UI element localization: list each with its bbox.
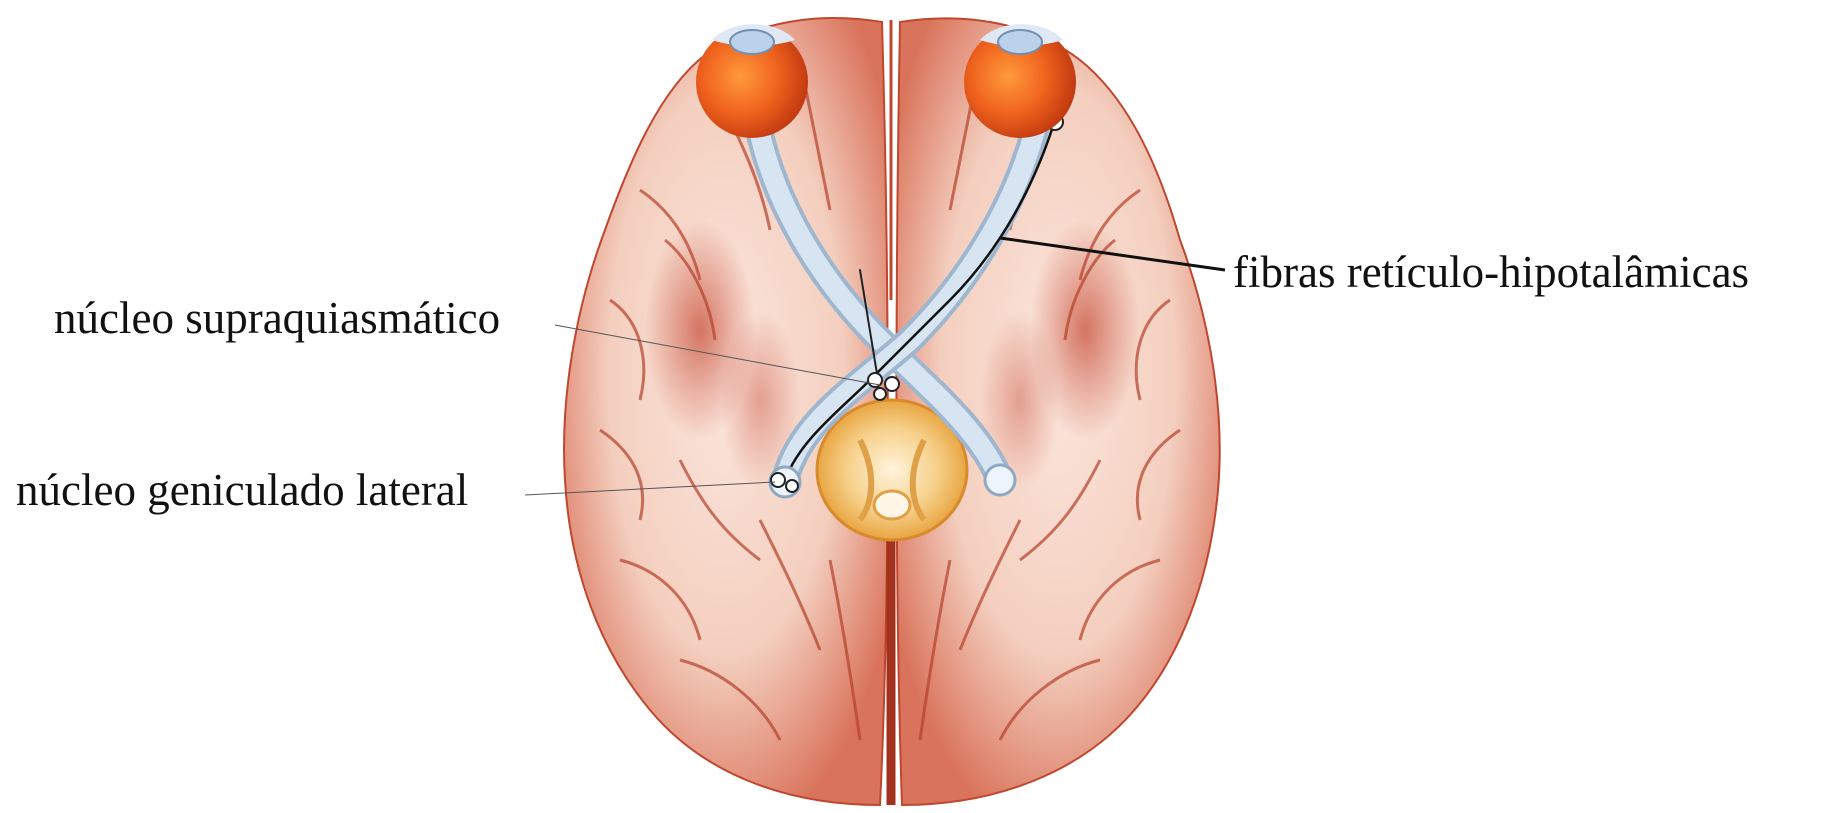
label-reticulo-hypothalamic-fibers: fibras retículo-hipotalâmicas — [1233, 250, 1749, 295]
label-lateral-geniculate-nucleus: núcleo geniculado lateral — [16, 468, 468, 513]
label-suprachiasmatic-nucleus: núcleo supraquiasmático — [54, 296, 500, 341]
